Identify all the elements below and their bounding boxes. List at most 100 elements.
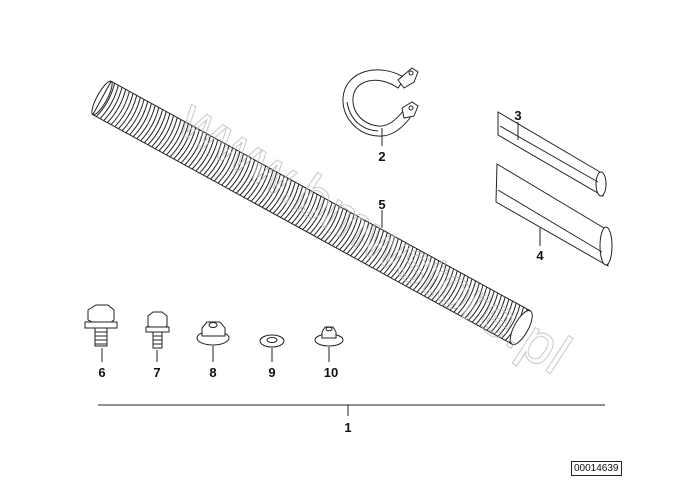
hose-rib	[420, 260, 440, 295]
hose-rib	[350, 222, 370, 257]
hose-rib	[180, 129, 200, 164]
flange-nut-8	[196, 321, 230, 346]
hose-rib	[401, 250, 421, 285]
hose-rib	[184, 131, 204, 166]
hose-rib	[232, 157, 252, 192]
hose-rib	[460, 282, 480, 317]
hose-rib	[479, 292, 499, 327]
hose-rib	[368, 232, 388, 267]
sleeve-3	[497, 111, 607, 197]
hose-rib	[136, 105, 156, 140]
hose-rib	[320, 206, 340, 240]
hose-rib	[324, 208, 344, 242]
hose-end	[509, 310, 533, 346]
hose-rib	[446, 274, 466, 309]
hose-rib	[276, 181, 296, 216]
hose-rib	[317, 204, 337, 238]
hose-rib	[195, 137, 215, 172]
hose-start	[91, 80, 113, 116]
hose-rib	[306, 198, 326, 232]
hose-rib	[221, 151, 241, 186]
label-6: 6	[98, 365, 105, 380]
hose-rib	[438, 270, 458, 305]
hose-rib	[342, 218, 362, 253]
pipe-clamp	[342, 67, 419, 137]
hose-rib	[328, 210, 348, 244]
label-2: 2	[378, 149, 385, 164]
label-1: 1	[344, 420, 351, 435]
hose-rib	[166, 121, 186, 156]
hose-rib	[383, 240, 403, 275]
hose-rib	[272, 179, 292, 214]
hose-rib	[335, 214, 355, 249]
hose-rib	[379, 238, 399, 273]
hose-rib	[431, 266, 451, 301]
hose-rib	[177, 127, 197, 162]
hose-rib	[361, 228, 381, 263]
sleeve-4	[495, 163, 613, 267]
hose-rib	[497, 302, 517, 337]
hose-rib	[357, 226, 377, 261]
hose-rib	[173, 125, 193, 160]
hose-rib	[247, 165, 267, 200]
hose-rib	[416, 258, 436, 293]
hose-rib	[143, 109, 164, 144]
hose-rib	[132, 103, 152, 138]
hose-rib	[372, 234, 392, 269]
hose-rib	[158, 117, 178, 152]
hose-rib	[412, 256, 432, 291]
hose-rib	[501, 304, 521, 339]
hose-rib	[283, 185, 304, 220]
hose-rib	[471, 288, 491, 323]
hose-rib	[339, 216, 359, 251]
hose-rib	[294, 192, 315, 226]
hose-rib	[346, 220, 366, 255]
hose-rib	[449, 276, 469, 311]
hose-rib	[147, 111, 167, 146]
hose-rib	[280, 183, 300, 218]
hose-rib	[398, 248, 418, 283]
hose-rib	[376, 236, 396, 271]
hose-rib	[213, 147, 234, 182]
hose-rib	[96, 83, 116, 117]
hose-rib	[210, 145, 230, 180]
hose-rib	[442, 272, 462, 307]
hose-rib	[298, 194, 318, 228]
hose-rib	[353, 224, 373, 259]
hose-rib	[199, 139, 219, 174]
label-10: 10	[324, 365, 338, 380]
hose-rib	[423, 262, 443, 297]
hose-rib	[228, 155, 248, 190]
hose-rib	[457, 280, 477, 315]
hose-rib	[162, 119, 182, 154]
hose-rib	[99, 85, 119, 119]
hose-rib	[202, 141, 222, 176]
hose-rib	[217, 149, 237, 184]
hose-rib	[453, 278, 473, 313]
label-7: 7	[153, 365, 160, 380]
hose-rib	[191, 135, 211, 170]
hose-rib	[475, 290, 495, 325]
hose-rib	[125, 99, 145, 134]
label-8: 8	[209, 365, 216, 380]
hose-rib	[490, 298, 510, 333]
hose-rib	[121, 97, 141, 132]
label-4: 4	[536, 248, 544, 263]
corrugated-hose	[91, 80, 533, 346]
hose-rib	[427, 264, 447, 299]
hose-rib	[254, 169, 274, 204]
hose-rib	[188, 133, 208, 168]
leader-1	[98, 404, 605, 416]
hose-rib	[239, 161, 259, 196]
hose-rib	[291, 190, 311, 224]
hose-rib	[364, 230, 385, 265]
hose-rib	[482, 294, 502, 329]
hose-rib	[110, 91, 130, 125]
hose-rib	[206, 143, 226, 178]
hose-rib	[151, 113, 171, 148]
washer-9	[259, 334, 285, 348]
hose-rib	[486, 296, 506, 331]
hose-rib	[236, 159, 256, 194]
hose-rib	[258, 171, 278, 206]
